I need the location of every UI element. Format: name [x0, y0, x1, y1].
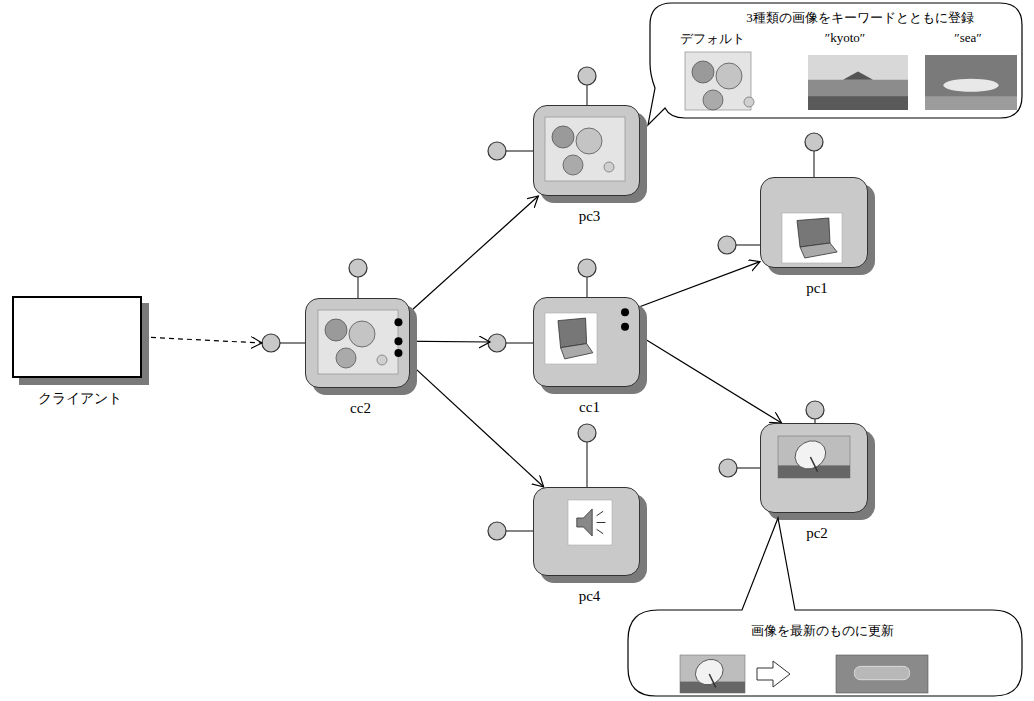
component-label: cc1 [579, 399, 600, 416]
component-label: クライアント [38, 390, 122, 408]
component-box: cc1 [533, 297, 640, 387]
composition-arrow [398, 353, 543, 487]
composition-arrow [398, 196, 538, 322]
callout-title: 3種類の画像をキーワードとともに登録 [746, 9, 974, 27]
component-label: pc2 [806, 525, 828, 542]
component-picture [533, 487, 640, 576]
box-face [12, 296, 142, 378]
image-keyword: デフォルト [680, 30, 745, 48]
component-box: pc1 [760, 177, 868, 268]
component-label: pc3 [579, 208, 601, 225]
component-picture [760, 423, 868, 513]
receptacle-dot [394, 337, 402, 345]
callout-outline [628, 608, 1022, 698]
request-arrow [142, 337, 262, 343]
client-box: クライアント [12, 296, 142, 378]
component-picture [533, 297, 640, 387]
component-label: cc2 [350, 400, 371, 417]
image-keyword: ″sea″ [954, 30, 981, 46]
receptacle-dot [621, 308, 629, 316]
component-picture [760, 177, 868, 268]
component-box: pc2 [760, 423, 868, 513]
receptacle-dot [621, 323, 629, 331]
component-picture [305, 298, 410, 388]
component-label: pc4 [579, 588, 601, 605]
speech-callout: 3種類の画像をキーワードとともに登録デフォルト ″kyoto″ ″sea″ [650, 3, 1022, 118]
component-box: pc3 [533, 105, 640, 196]
receptacle-dot [394, 349, 402, 357]
composition-arrow [625, 262, 760, 313]
component-box: pc4 [533, 487, 640, 576]
port-symbols [262, 67, 824, 540]
speech-callout: 画像を最新のものに更新 [628, 608, 1022, 698]
callout-title: 画像を最新のものに更新 [751, 622, 894, 640]
component-box: cc2 [305, 298, 410, 388]
receptacle-dot [394, 318, 402, 326]
component-label: pc1 [806, 280, 828, 297]
component-picture [533, 105, 640, 196]
image-keyword: ″kyoto″ [825, 30, 865, 46]
composition-arrow [625, 327, 782, 423]
